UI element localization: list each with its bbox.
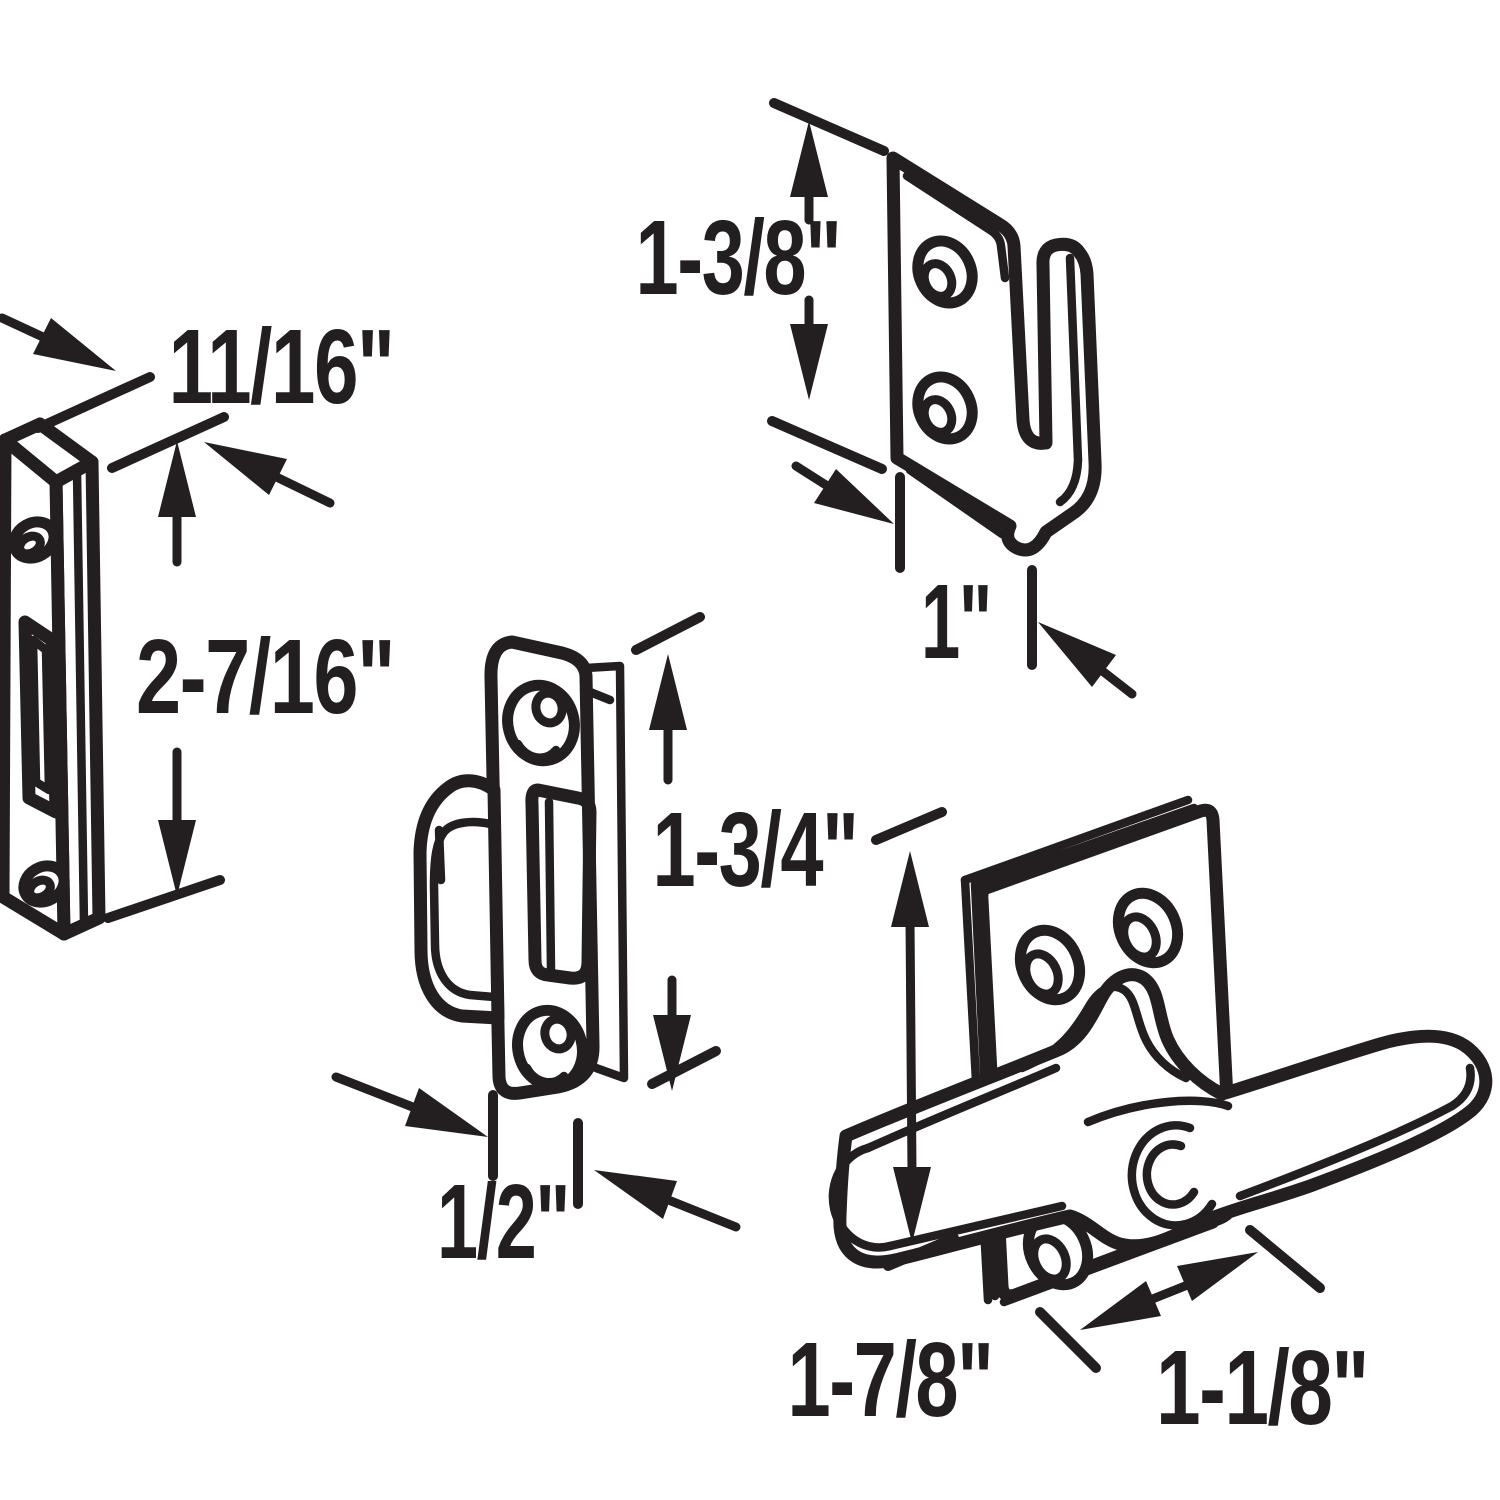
dimension-label: 1/2" xyxy=(437,1163,569,1281)
latch-keeper-dimensions: 1-3/4" 1/2" xyxy=(331,612,860,1281)
hook-keeper-dimensions: 1-3/8" 1" xyxy=(636,98,1137,699)
dimension-label: 1" xyxy=(921,563,991,681)
dimension-label: 1-3/4" xyxy=(653,791,858,909)
strike-plate-drawing xyxy=(0,417,106,941)
dimension-label: 1-1/8" xyxy=(1156,1329,1368,1447)
casement-latch-dimensions: 1-7/8" 1-1/8" xyxy=(788,807,1370,1447)
casement-latch-drawing xyxy=(828,795,1493,1307)
dimension-label: 2-7/16" xyxy=(136,618,394,736)
hook-keeper-drawing xyxy=(886,151,1102,557)
strike-plate-dimensions: 11/16" 2-7/16" xyxy=(0,308,396,923)
latch-keeper-drawing xyxy=(413,635,629,1100)
dimension-label: 1-7/8" xyxy=(788,1321,993,1439)
dimension-label: 11/16" xyxy=(169,308,394,426)
